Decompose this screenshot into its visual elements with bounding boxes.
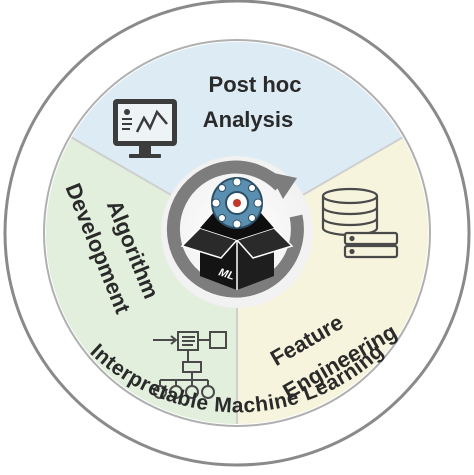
label-post-hoc-line1: Post hoc (209, 72, 302, 97)
arrowhead-icon (269, 172, 297, 199)
sensor-disk-icon (211, 177, 263, 229)
segment-post-hoc (71, 42, 403, 234)
circular-arrow-icon (166, 160, 304, 298)
label-post-hoc-line2: Analysis (203, 107, 294, 132)
database-icon (321, 187, 399, 259)
ml-box-label: ML (217, 266, 236, 282)
monitor-chart-icon (113, 99, 177, 158)
flowchart-icon (153, 331, 227, 399)
